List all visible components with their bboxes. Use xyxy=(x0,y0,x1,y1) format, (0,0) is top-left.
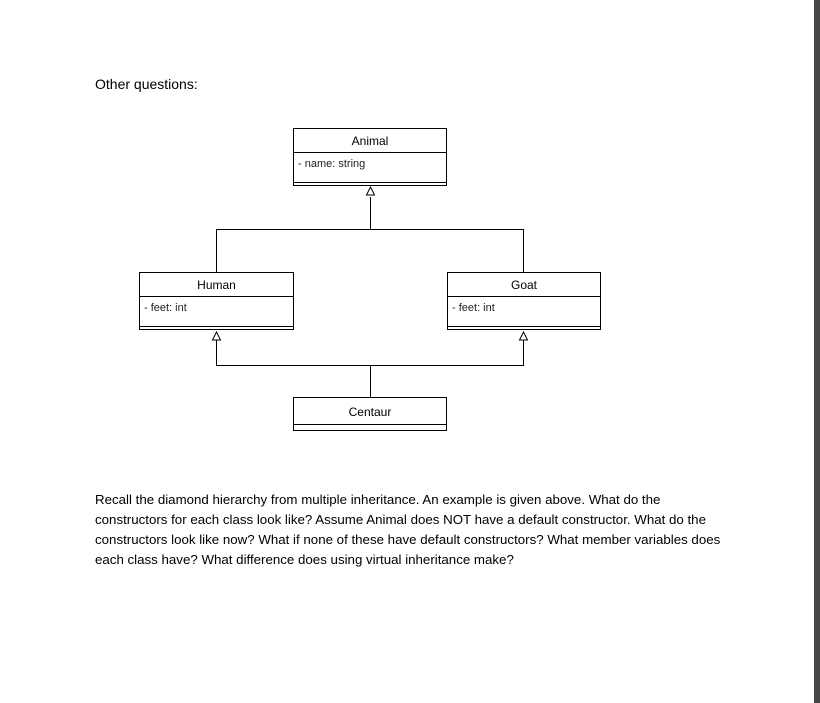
class-animal-methods xyxy=(294,183,446,187)
question-paragraph: Recall the diamond hierarchy from multip… xyxy=(95,492,721,567)
goat-inheritance-arrow xyxy=(518,330,529,341)
class-animal-attribute: - name: string xyxy=(294,153,446,183)
centaur-branch xyxy=(216,340,524,366)
class-centaur-name: Centaur xyxy=(294,398,446,425)
class-goat-methods xyxy=(448,327,600,331)
class-human-methods xyxy=(140,327,293,331)
human-goat-branch xyxy=(216,229,524,272)
class-centaur-methods xyxy=(294,425,446,429)
class-animal-name: Animal xyxy=(294,129,446,153)
class-goat-attribute: - feet: int xyxy=(448,297,600,327)
class-human-name: Human xyxy=(140,273,293,297)
section-heading: Other questions: xyxy=(95,76,198,92)
human-inheritance-arrow xyxy=(211,330,222,341)
class-goat: Goat - feet: int xyxy=(447,272,601,330)
class-centaur: Centaur xyxy=(293,397,447,431)
class-goat-name: Goat xyxy=(448,273,600,297)
page-edge-bar xyxy=(814,0,820,703)
animal-inheritance-arrow xyxy=(365,185,376,196)
class-human: Human - feet: int xyxy=(139,272,294,330)
class-animal: Animal - name: string xyxy=(293,128,447,186)
class-human-attribute: - feet: int xyxy=(140,297,293,327)
